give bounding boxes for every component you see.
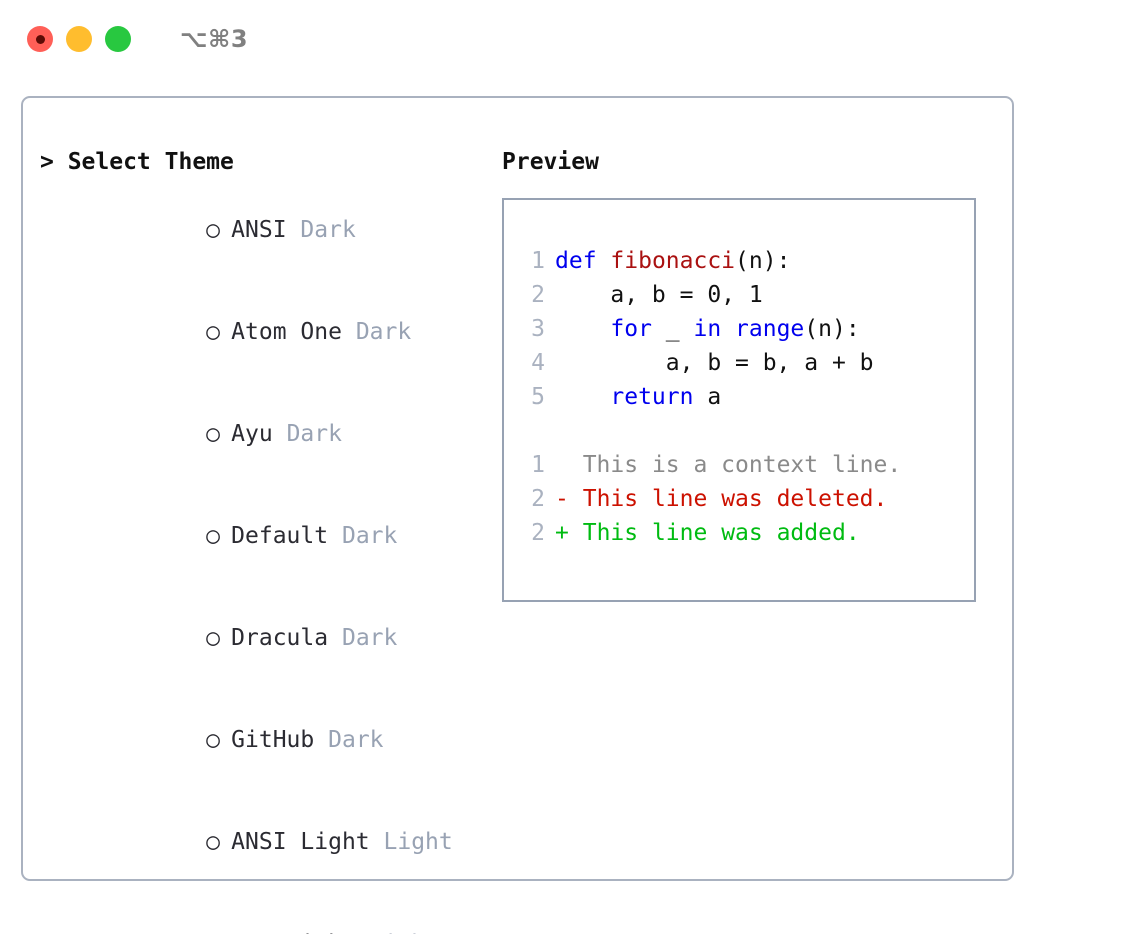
theme-option-label: ANSI Light	[231, 829, 370, 855]
code-line: 5 return a	[519, 380, 974, 414]
code-text: (n):	[735, 248, 791, 274]
theme-option-atom-one-dark[interactable]: ○ Atom One Dark	[40, 281, 510, 383]
radio-unselected-icon: ○	[206, 829, 221, 855]
theme-option-badge: Dark	[328, 727, 384, 753]
code-keyword: return	[610, 384, 694, 410]
diff-sign: -	[555, 486, 569, 512]
theme-option-ansi-light[interactable]: ○ ANSI Light Light	[40, 791, 510, 893]
theme-option-badge: Dark	[341, 523, 398, 549]
code-text: _	[651, 316, 694, 342]
theme-option-ayu-dark[interactable]: ○ Ayu Dark	[40, 383, 510, 485]
close-button-icon[interactable]	[27, 26, 53, 52]
code-text: a, b = 0, 1	[555, 282, 763, 308]
theme-option-label: Atom One	[231, 319, 342, 345]
keyboard-shortcut-label: ⌥⌘3	[180, 25, 249, 53]
code-text: (n):	[804, 316, 860, 342]
theme-option-label: ANSI	[231, 217, 287, 243]
code-line: 3 for _ in range(n):	[519, 312, 974, 346]
theme-option-badge: Dark	[286, 421, 342, 447]
minimize-button-icon[interactable]	[66, 26, 92, 52]
radio-unselected-icon: ○	[206, 625, 221, 651]
theme-list-column: > Select Theme ○ ANSI Dark ○ Atom One Dark…	[40, 145, 510, 934]
radio-unselected-icon: ○	[206, 727, 221, 753]
diff-sign	[555, 452, 583, 478]
diff-line-added: 2 + This line was added.	[519, 516, 974, 550]
line-number: 1	[531, 248, 545, 274]
theme-option-label: Ayu	[231, 421, 273, 447]
line-number: 1	[531, 452, 545, 478]
theme-option-ansi-dark[interactable]: ○ ANSI Dark	[40, 179, 510, 281]
traffic-lights	[27, 26, 131, 52]
code-blank-line	[519, 414, 974, 448]
line-number: 5	[531, 384, 545, 410]
code-builtin: range	[735, 316, 805, 342]
code-keyword: for	[610, 316, 652, 342]
theme-option-label: Default	[231, 523, 329, 549]
preview-heading: Preview	[502, 149, 599, 175]
code-line: 1 def fibonacci(n):	[519, 244, 974, 278]
theme-option-label: Dracula	[231, 625, 329, 651]
line-number: 2	[531, 486, 545, 512]
code-keyword: def	[555, 248, 597, 274]
line-number: 2	[531, 520, 545, 546]
select-theme-heading: > Select Theme	[40, 149, 234, 175]
code-keyword: in	[693, 316, 722, 342]
theme-option-badge: Dark	[341, 625, 398, 651]
code-function-name: fibonacci	[610, 248, 736, 274]
theme-option-badge: Light	[383, 829, 453, 855]
theme-option-label: GitHub	[231, 727, 315, 753]
diff-text: This is a context line.	[582, 452, 902, 478]
maximize-button-icon[interactable]	[105, 26, 131, 52]
theme-option-label: Ayu Light	[231, 931, 356, 934]
theme-option-default-dark[interactable]: ○ Default Dark	[40, 485, 510, 587]
diff-text: This line was deleted.	[582, 486, 888, 512]
line-number: 3	[531, 316, 545, 342]
code-line: 2 a, b = 0, 1	[519, 278, 974, 312]
radio-unselected-icon: ○	[206, 523, 221, 549]
line-number: 2	[531, 282, 545, 308]
diff-text: This line was added.	[582, 520, 860, 546]
theme-option-badge: Dark	[355, 319, 412, 345]
radio-unselected-icon: ○	[206, 927, 231, 934]
diff-line-deleted: 2- This line was deleted.	[519, 482, 974, 516]
radio-unselected-icon: ○	[206, 217, 221, 243]
radio-unselected-icon: ○	[206, 421, 221, 447]
radio-unselected-icon: ○	[206, 319, 221, 345]
code-text: a	[693, 384, 722, 410]
title-bar: ⌥⌘3	[0, 0, 1140, 78]
diff-line-context: 1 This is a context line.	[519, 448, 974, 482]
theme-option-list: ○ ANSI Dark ○ Atom One Dark ○ Ayu Dark ○ Def…	[40, 179, 510, 934]
line-number: 4	[531, 350, 545, 376]
theme-selector-panel: > Select Theme ○ ANSI Dark ○ Atom One Dark…	[21, 96, 1014, 934]
code-text: a, b = b, a + b	[555, 350, 874, 376]
theme-option-ayu-light[interactable]: ○Ayu Light Light	[40, 893, 510, 934]
code-line: 4 a, b = b, a + b	[519, 346, 974, 380]
theme-option-badge: Light	[356, 931, 439, 934]
theme-option-badge: Dark	[300, 217, 356, 243]
theme-option-github-dark[interactable]: ○ GitHub Dark	[40, 689, 510, 791]
diff-sign: +	[555, 520, 569, 546]
theme-option-dracula-dark[interactable]: ○ Dracula Dark	[40, 587, 510, 689]
